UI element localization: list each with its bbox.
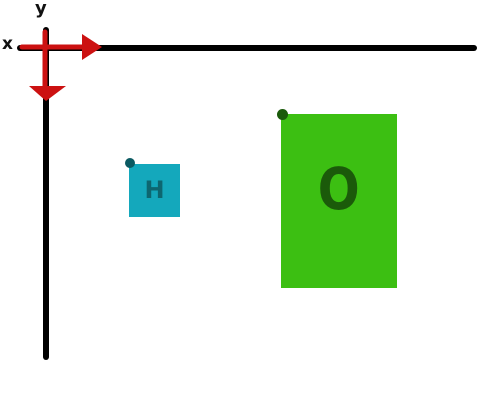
box-o-origin-dot bbox=[277, 109, 288, 120]
x-direction-arrow bbox=[19, 34, 102, 60]
y-direction-arrow bbox=[29, 29, 66, 101]
box-h-label: H bbox=[144, 175, 165, 204]
box-o: O bbox=[281, 114, 397, 288]
y-axis-label: y bbox=[35, 0, 47, 19]
box-h: H bbox=[129, 164, 180, 217]
box-h-origin-dot bbox=[125, 158, 135, 168]
box-o-label: O bbox=[318, 154, 360, 223]
x-axis-label: x bbox=[2, 34, 13, 54]
